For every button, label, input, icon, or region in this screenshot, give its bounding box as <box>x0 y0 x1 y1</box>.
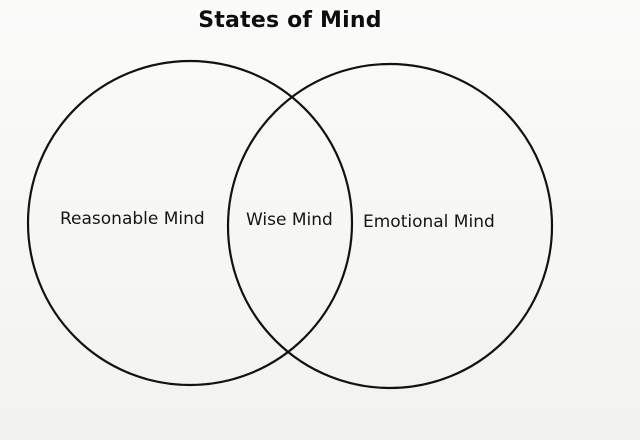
emotional-mind-circle <box>226 62 554 390</box>
wise-mind-label: Wise Mind <box>246 210 333 230</box>
reasonable-mind-circle <box>26 59 354 387</box>
diagram-title: States of Mind <box>198 8 382 33</box>
reasonable-mind-label: Reasonable Mind <box>60 209 205 229</box>
emotional-mind-label: Emotional Mind <box>363 212 495 232</box>
